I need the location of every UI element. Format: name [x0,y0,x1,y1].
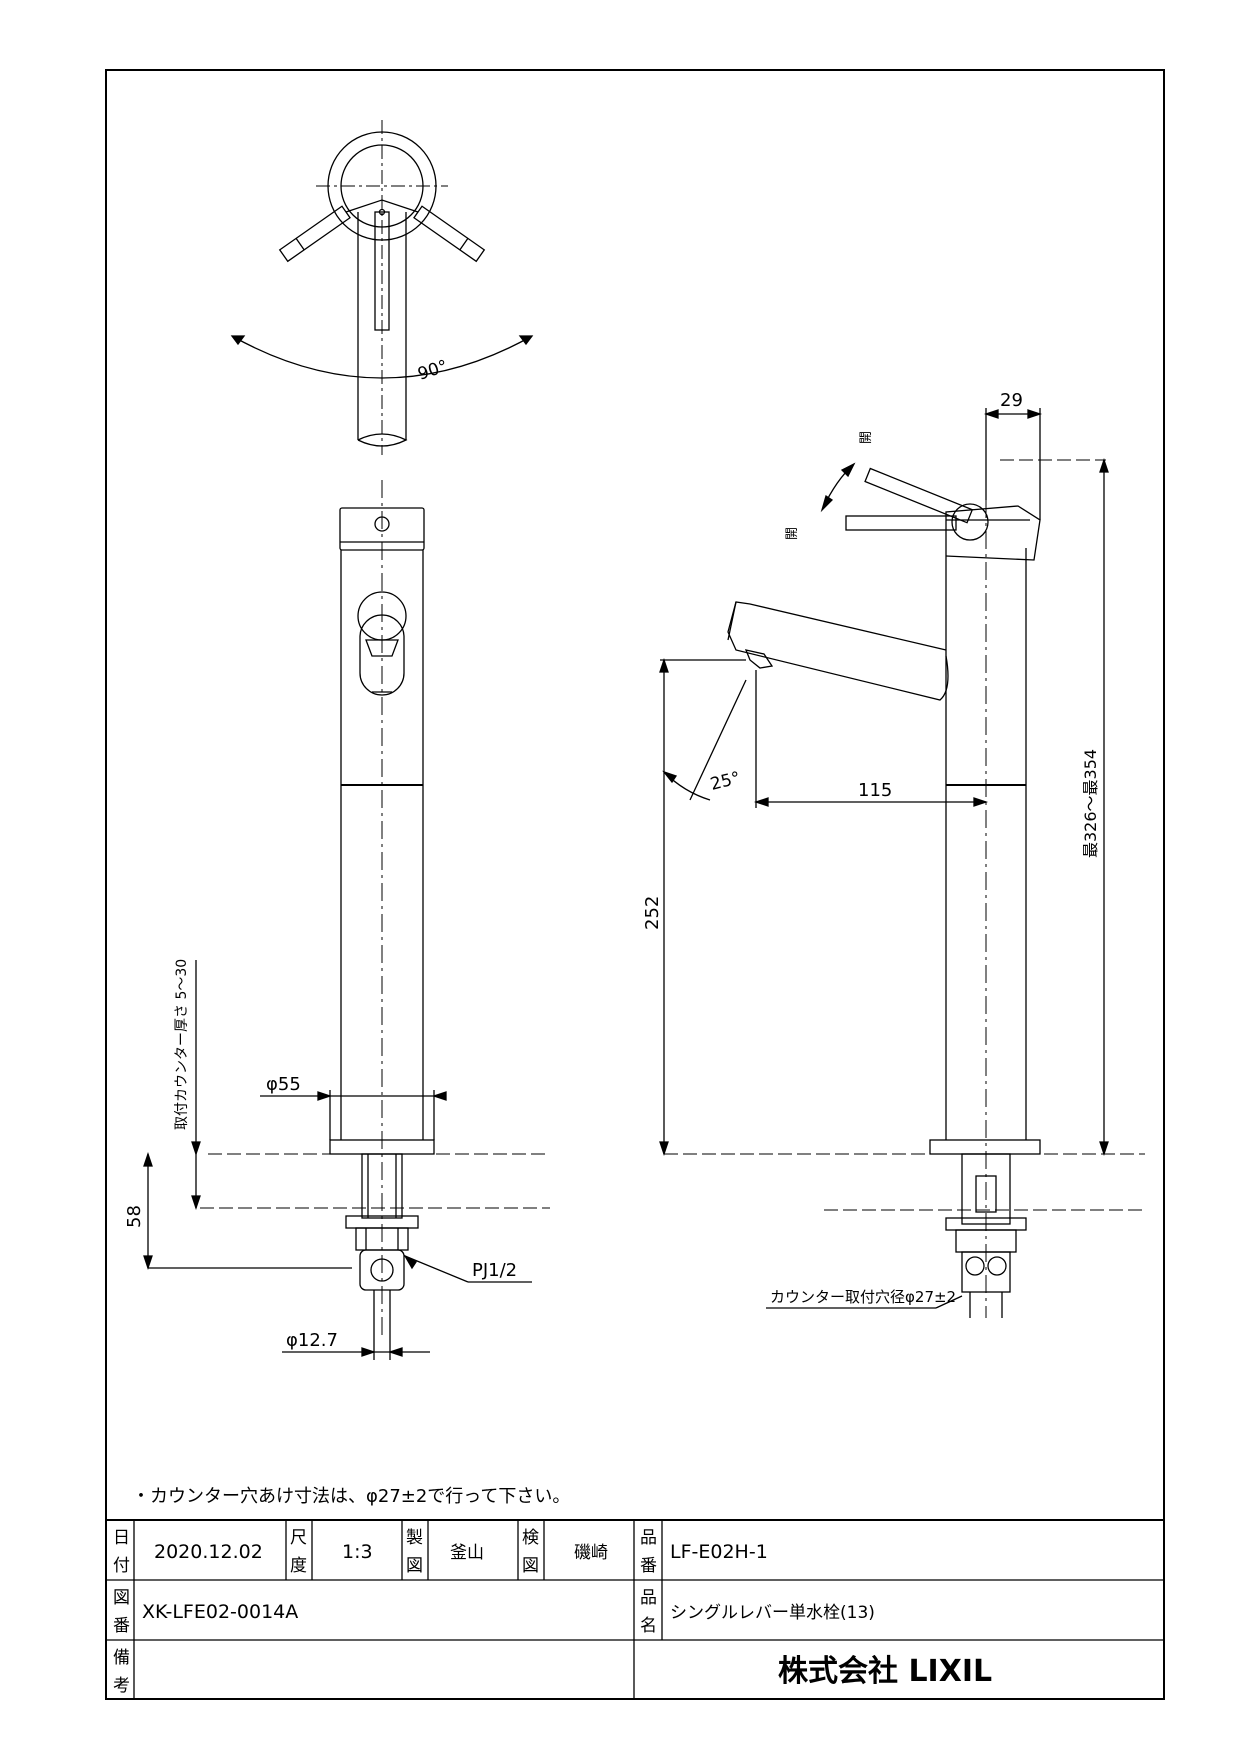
drawn-value: 釜山 [450,1543,484,1563]
open-label-upper: 開 [859,431,874,444]
scale-label-1: 尺 [290,1528,307,1548]
checked-label-1: 検 [522,1528,539,1548]
scale-label-2: 度 [290,1556,307,1576]
checked-label-2: 図 [522,1556,539,1576]
title-block [106,1519,1164,1699]
part-no-value: LF-E02H-1 [670,1541,768,1563]
date-value: 2020.12.02 [154,1541,263,1563]
side-view [659,408,1145,1318]
front-view [143,480,550,1360]
drawn-label-1: 製 [406,1528,423,1548]
height-range-label: 最326～最354 [1081,749,1100,858]
dim-29-label: 29 [1000,390,1023,411]
drawing-frame [105,69,1165,1700]
angle-25-label: 25° [708,768,742,795]
part-no-label-1: 品 [640,1528,657,1548]
open-label-lower: 開 [785,527,800,540]
checked-value: 磯崎 [574,1543,608,1563]
installation-note: ・カウンター穴あけ寸法は、φ27±2で行って下さい。 [132,1486,570,1507]
angle-90-label: 90° [415,356,450,384]
dim-115-label: 115 [858,780,892,801]
drawing-no-value: XK-LFE02-0014A [142,1601,298,1623]
date-label-1: 日 [113,1528,130,1548]
company-name: 株式会社 LIXIL [778,1654,992,1689]
product-name-label-2: 名 [640,1616,657,1636]
product-name-label-1: 品 [640,1588,657,1608]
dim-252-label: 252 [642,896,663,930]
counter-thickness-label: 取付カウンター厚さ 5～30 [174,959,190,1130]
date-label-2: 付 [113,1556,130,1576]
counter-hole-label: カウンター取付穴径φ27±2 [770,1288,956,1306]
phi12-7-label: φ12.7 [286,1330,338,1351]
dim-58-label: 58 [124,1205,145,1228]
phi55-label: φ55 [266,1074,301,1095]
scale-value: 1:3 [342,1541,373,1563]
drawing-no-label-2: 番 [113,1616,130,1636]
drawn-label-2: 図 [406,1556,423,1576]
product-name-value: シングルレバー単水栓(13) [670,1603,875,1623]
pj-label: PJ1/2 [472,1260,517,1281]
top-view [230,120,534,455]
part-no-label-2: 番 [640,1556,657,1576]
remarks-label-2: 考 [113,1676,130,1696]
drawing-no-label-1: 図 [113,1588,130,1608]
remarks-label-1: 備 [113,1648,130,1668]
